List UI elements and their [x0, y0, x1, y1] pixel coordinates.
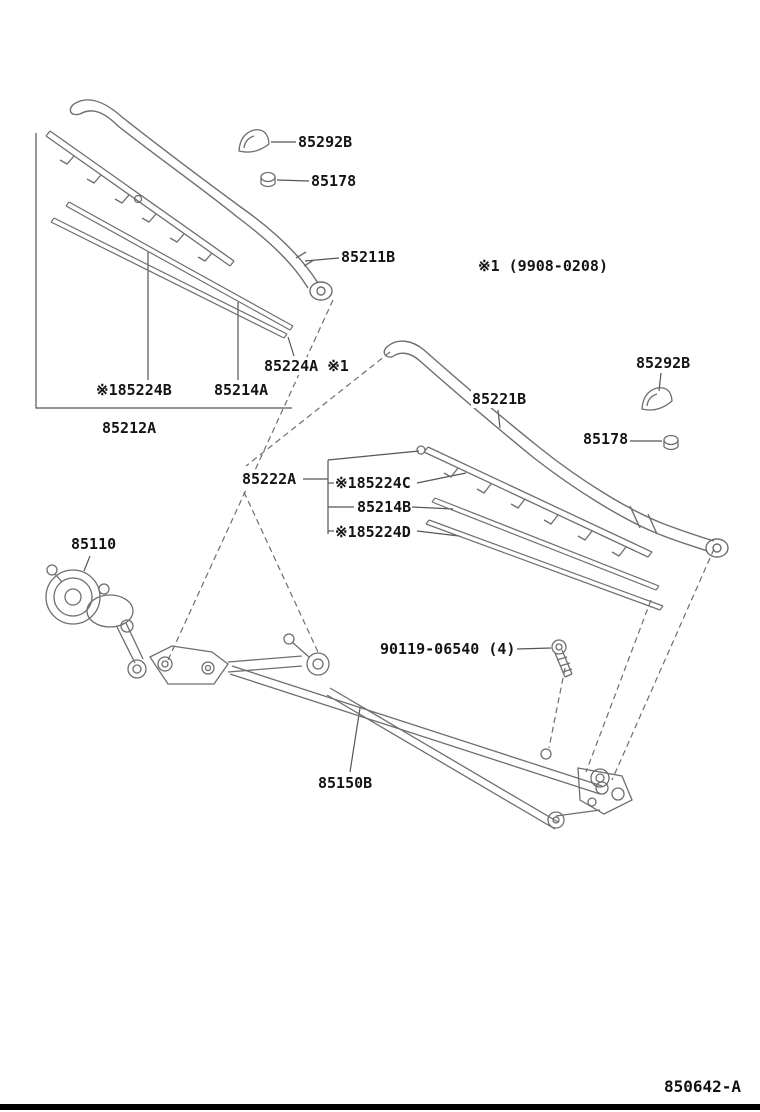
production-period-note: ※1 (9908-0208) — [477, 257, 609, 275]
pivot-cap-top-drawing — [239, 130, 269, 152]
part-label-arm-right: 85221B — [471, 390, 528, 408]
pivot-nut-top-drawing — [261, 173, 275, 187]
wiper-blade-right-drawing — [417, 446, 652, 557]
leader-lines — [36, 133, 662, 772]
part-label-rubber-right-2: ※185224D — [334, 523, 412, 541]
wiper-rubber-strips-left-drawing — [51, 202, 293, 338]
part-label-blade-assy-left: 85212A — [101, 419, 158, 437]
part-label-insert-right: 85214B — [356, 498, 413, 516]
part-label-blade-clip-left: 85224A ※1 — [263, 357, 350, 375]
wiper-rubber-strips-right-drawing — [426, 498, 663, 610]
part-label-linkage: 85150B — [317, 774, 374, 792]
part-label-insert-left: 85214A — [213, 381, 270, 399]
part-label-arm-left: 85211B — [340, 248, 397, 266]
pivot-cap-right-drawing — [642, 388, 672, 410]
part-label-rubber-left: ※185224B — [95, 381, 173, 399]
part-label-cap-right: 85292B — [635, 354, 692, 372]
part-label-cap-top: 85292B — [297, 133, 354, 151]
part-label-rubber-right-1: ※185224C — [334, 474, 412, 492]
wiper-arm-right-drawing — [384, 341, 728, 557]
part-label-motor: 85110 — [70, 535, 118, 553]
pivot-nut-right-drawing — [664, 436, 678, 450]
part-label-nut-right: 85178 — [582, 430, 630, 448]
part-label-bolt: 90119-06540 (4) — [379, 640, 517, 658]
part-label-nut-top: 85178 — [310, 172, 358, 190]
part-label-blade-assy-right: 85222A — [241, 470, 298, 488]
mounting-bolt-drawing — [552, 640, 572, 677]
wiper-arm-left-drawing — [70, 100, 332, 300]
wiper-motor-drawing — [46, 565, 146, 678]
drawing-number: 850642-A — [664, 1077, 742, 1096]
wiper-blade-left-drawing — [46, 131, 234, 266]
bottom-border-bar — [0, 1104, 760, 1110]
dashed-assembly-lines — [168, 300, 714, 780]
wiper-linkage-drawing — [150, 634, 632, 829]
